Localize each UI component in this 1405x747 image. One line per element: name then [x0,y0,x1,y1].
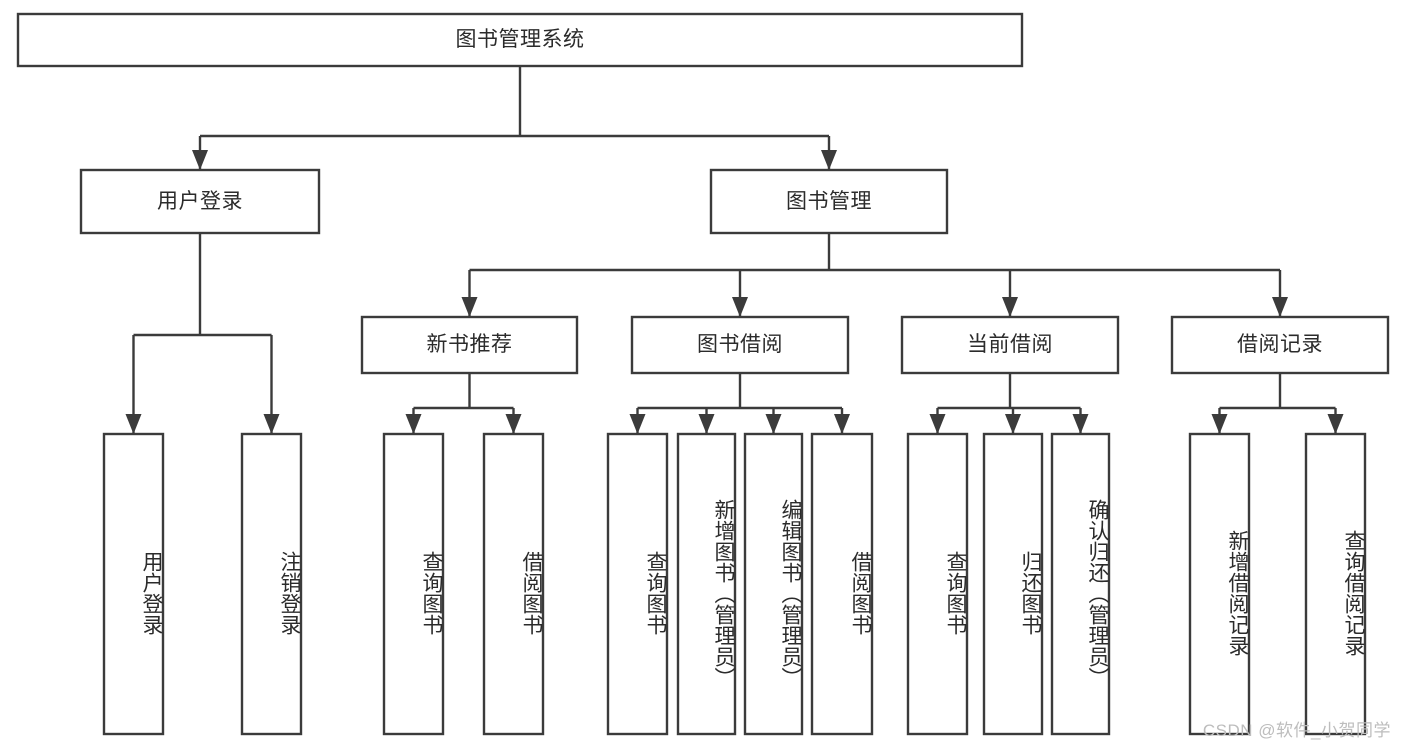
arrow-head-leaf-query-book-3 [929,414,946,434]
node-label-leaf-query-record: 查询借阅记录 [1342,530,1365,656]
node-label-leaf-add-book: 新增图书（管理员） [712,498,735,688]
arrow-head-leaf-logout [263,414,280,434]
node-box-borrow-record [1170,315,1390,375]
node-box-leaf-borrow-book-2 [810,432,874,736]
arrow-head-leaf-borrow-book-2 [834,414,850,434]
node-box-leaf-return-book [982,432,1044,736]
node-label-leaf-user-login: 用户登录 [140,551,163,635]
node-label-user-login: 用户登录 [157,189,243,213]
node-box-user-login [79,168,321,235]
arrow-head-book-borrow [732,297,748,317]
arrow-head-user-login [192,150,208,170]
connectors-layer [125,66,1344,434]
arrow-head-book-manage [821,150,837,170]
node-box-leaf-add-book [676,432,737,736]
node-box-leaf-confirm-return [1050,432,1111,736]
node-box-root [16,12,1024,68]
arrow-head-leaf-edit-book [765,414,782,434]
arrow-head-new-book-rec [461,297,478,317]
node-box-leaf-edit-book [743,432,804,736]
node-label-leaf-return-book: 归还图书 [1019,551,1042,635]
arrow-head-leaf-add-book [698,414,715,434]
node-label-leaf-logout: 注销登录 [278,551,301,635]
node-label-leaf-borrow-book-2: 借阅图书 [849,551,872,635]
node-label-leaf-add-record: 新增借阅记录 [1226,530,1249,656]
node-label-leaf-query-book-2: 查询图书 [644,551,667,635]
arrow-head-current-borrow [1002,297,1018,317]
node-label-leaf-query-book-3: 查询图书 [944,551,967,635]
node-label-current-borrow: 当前借阅 [967,333,1053,357]
arrow-head-borrow-record [1272,297,1288,317]
arrow-head-leaf-user-login [125,414,142,434]
node-box-leaf-user-login [102,432,165,736]
node-box-leaf-logout [240,432,303,736]
node-label-leaf-confirm-return: 确认归还（管理员） [1086,498,1109,688]
arrow-head-leaf-return-book [1005,414,1021,434]
arrow-head-leaf-query-book-2 [629,414,646,434]
arrow-head-leaf-borrow-book-1 [505,414,522,434]
node-box-new-book-rec [360,315,579,375]
node-box-leaf-query-book-2 [606,432,669,736]
node-box-leaf-query-record [1304,432,1367,736]
node-box-leaf-query-book-3 [906,432,969,736]
node-box-current-borrow [900,315,1120,375]
arrow-head-leaf-add-record [1211,414,1228,434]
node-label-book-borrow: 图书借阅 [697,333,783,357]
arrow-head-leaf-query-book-1 [405,414,422,434]
node-label-leaf-query-book-1: 查询图书 [420,551,443,635]
arrow-head-leaf-query-record [1327,414,1344,434]
arrow-head-leaf-confirm-return [1072,414,1089,434]
node-label-leaf-edit-book: 编辑图书（管理员） [779,498,802,688]
node-label-root: 图书管理系统 [455,28,585,52]
node-box-leaf-query-book-1 [382,432,445,736]
boxes-layer [16,12,1390,736]
node-label-borrow-record: 借阅记录 [1237,333,1323,357]
node-label-leaf-borrow-book-1: 借阅图书 [520,551,543,635]
node-box-book-manage [709,168,949,235]
node-box-book-borrow [630,315,850,375]
node-box-leaf-add-record [1188,432,1251,736]
node-label-new-book-rec: 新书推荐 [426,333,513,357]
node-label-book-manage: 图书管理 [786,189,872,213]
node-box-leaf-borrow-book-1 [482,432,545,736]
